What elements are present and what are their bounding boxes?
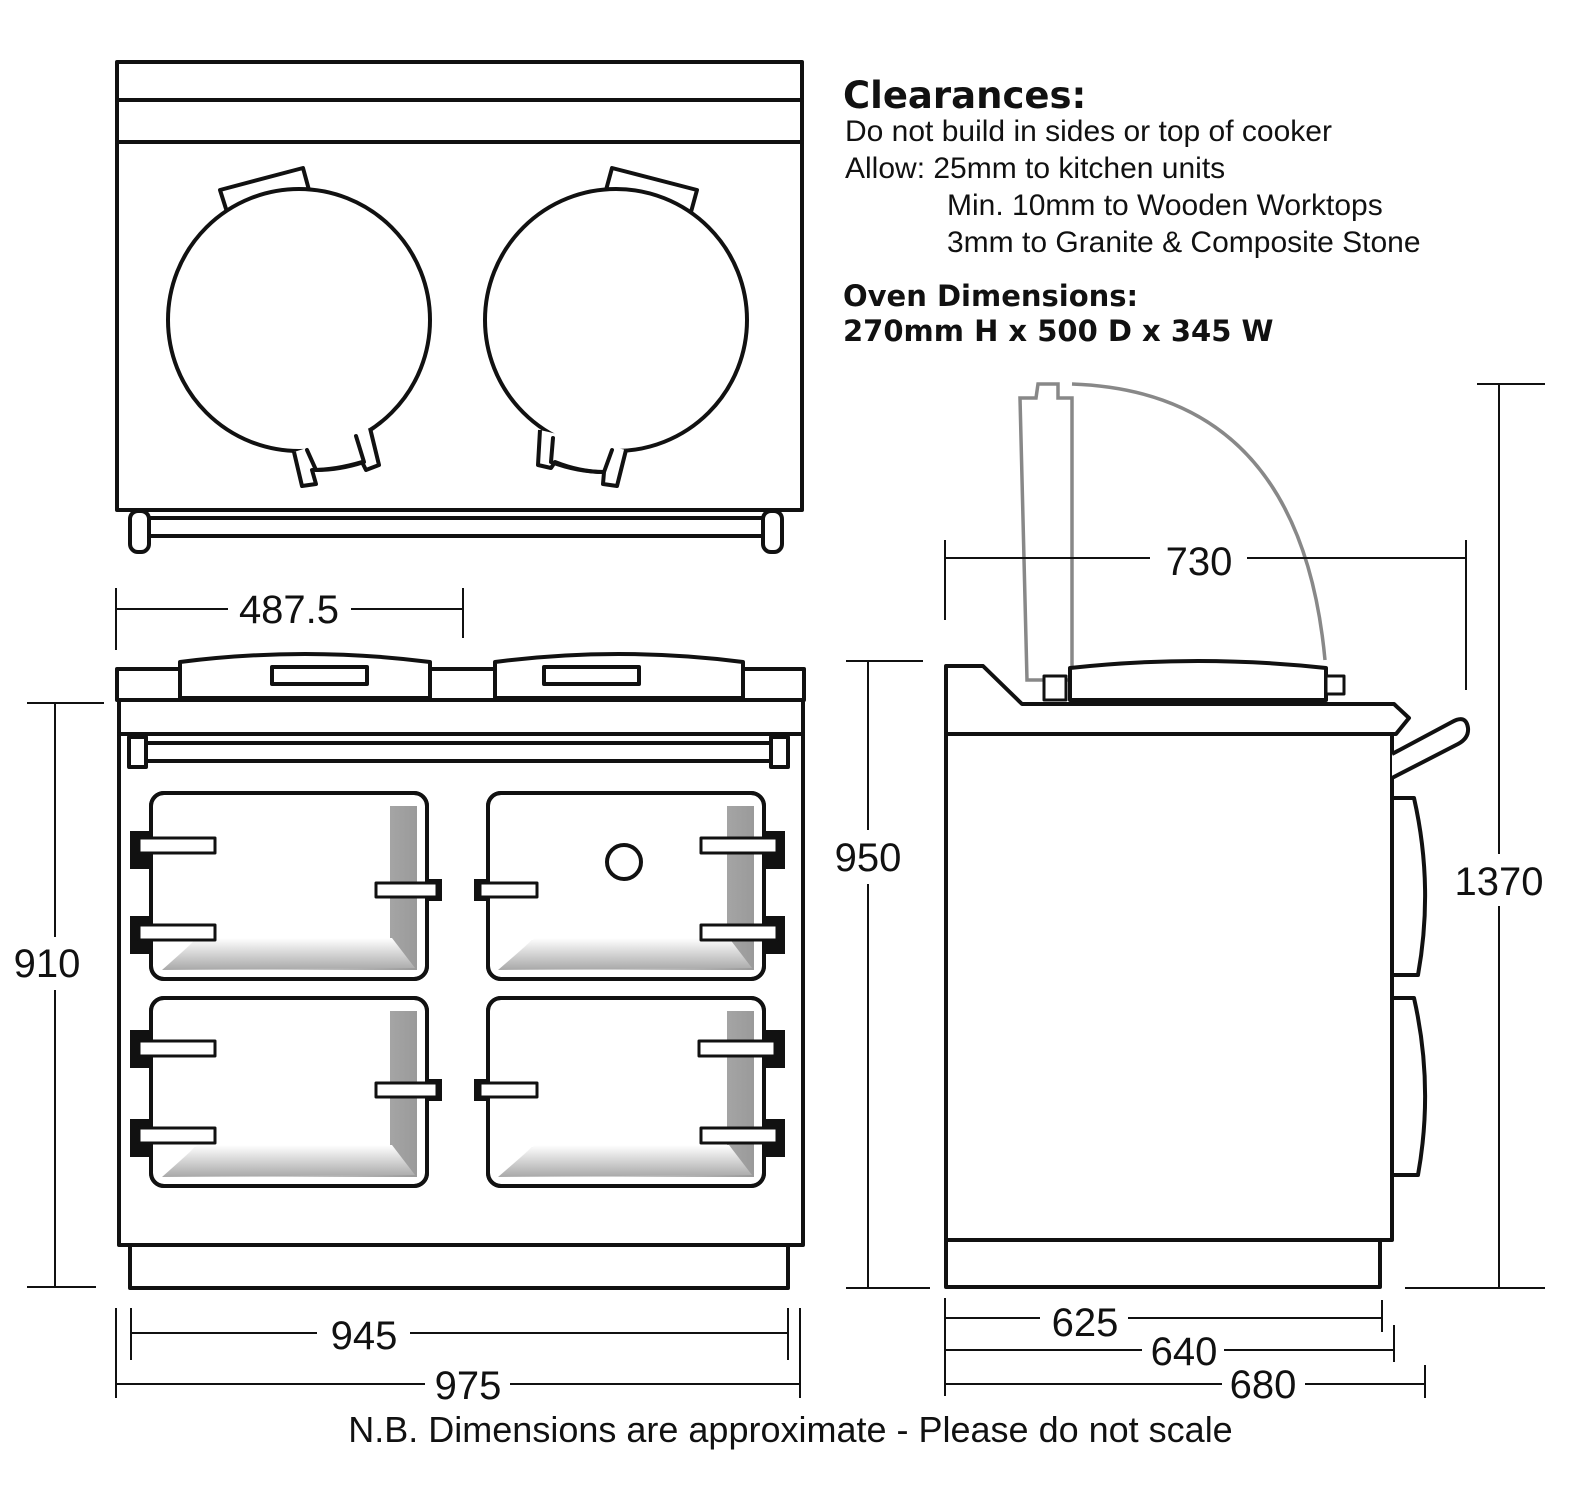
- lid-swing-arc: [1071, 382, 1327, 661]
- top-view: [115, 60, 804, 554]
- dim-depth-body: 640: [1151, 1330, 1218, 1374]
- front-lid-handle-right: [542, 665, 641, 686]
- oven-door-top-left: [130, 791, 442, 981]
- top-view-outline: [115, 60, 804, 512]
- side-top-plate: [944, 664, 1411, 736]
- front-lid-right: [493, 652, 745, 700]
- front-lid-left: [178, 652, 432, 700]
- oven-dimensions-heading: Oven Dimensions:: [843, 279, 1139, 313]
- dimension-lines: [27, 383, 1545, 1398]
- side-view: [944, 382, 1471, 1289]
- top-view-rail-end: [128, 509, 151, 554]
- dim-hotplate-width: 487.5: [239, 588, 339, 632]
- dim-depth-overall: 680: [1230, 1363, 1297, 1407]
- hotplate-lid-left: [166, 166, 432, 488]
- top-view-rail-end: [761, 509, 784, 554]
- side-door-bottom: [1390, 996, 1428, 1177]
- oven-dimensions-value: 270mm H x 500 D x 345 W: [843, 314, 1274, 348]
- front-towel-rail: [144, 741, 773, 763]
- front-rail-bracket: [127, 735, 148, 769]
- front-rail-bracket: [769, 735, 790, 769]
- open-lid: [1018, 382, 1074, 682]
- approximation-note: N.B. Dimensions are approximate - Please…: [348, 1409, 1233, 1450]
- clearance-line: Min. 10mm to Wooden Worktops: [947, 189, 1383, 222]
- oven-door-top-right: [474, 791, 785, 981]
- dim-overall-width: 975: [435, 1364, 502, 1408]
- dim-depth-base: 625: [1052, 1301, 1119, 1345]
- top-view-towel-rail: [147, 516, 765, 538]
- dim-side-height: 950: [835, 836, 902, 880]
- clearances-heading: Clearances:: [843, 74, 1087, 117]
- side-plinth: [944, 1238, 1382, 1289]
- oven-door-bottom-right: [474, 996, 785, 1188]
- clearance-line: Do not build in sides or top of cooker: [845, 115, 1332, 148]
- dim-total-height: 1370: [1455, 860, 1544, 904]
- side-body: [944, 732, 1394, 1242]
- clearance-line: Allow: 25mm to kitchen units: [845, 152, 1226, 185]
- front-plinth: [128, 1243, 790, 1290]
- front-view: [115, 652, 806, 1290]
- dim-front-height: 910: [14, 942, 81, 986]
- dim-plinth-width: 945: [331, 1314, 398, 1358]
- lid-hinge: [1042, 674, 1068, 702]
- hotplate-lid-right: [483, 166, 749, 488]
- front-lid-handle-left: [270, 665, 369, 686]
- oven-thermometer-dial: [605, 843, 643, 881]
- lid-stop: [1324, 674, 1346, 696]
- closed-lid: [1068, 659, 1328, 702]
- side-towel-rail: [1391, 717, 1471, 780]
- clearance-line: 3mm to Granite & Composite Stone: [947, 226, 1421, 259]
- oven-door-bottom-left: [130, 996, 442, 1188]
- side-door-top: [1390, 796, 1428, 977]
- dim-lid-open-depth: 730: [1166, 540, 1233, 584]
